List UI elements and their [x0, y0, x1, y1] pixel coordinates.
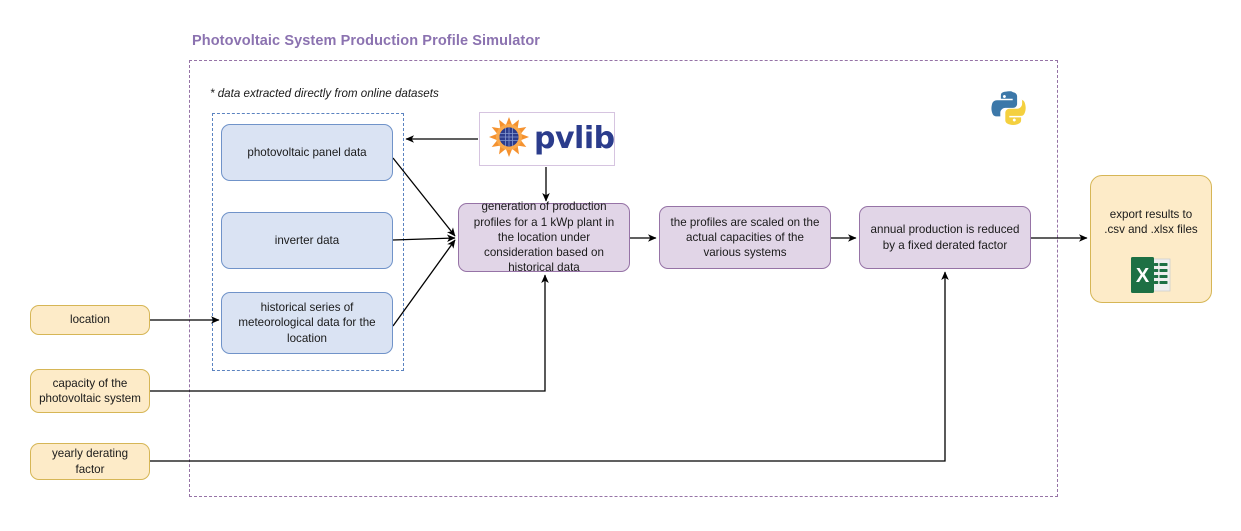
node-profile-generation[interactable]: generation of production profiles for a …: [458, 200, 630, 274]
node-label: capacity of the photovoltaic system: [39, 376, 141, 405]
pvlib-logo: pvlib: [479, 112, 615, 166]
pvlib-sun-icon: [488, 116, 530, 163]
node-profile-scaling[interactable]: the profiles are scaled on the actual ca…: [659, 206, 831, 269]
node-label: inverter data: [274, 233, 340, 247]
node-label: location: [70, 313, 110, 327]
node-panel-data[interactable]: photovoltaic panel data: [221, 124, 393, 181]
page-title: Photovoltaic System Production Profile S…: [192, 33, 541, 49]
input-yearly-derating-factor[interactable]: yearly derating factor: [30, 443, 150, 480]
pvlib-wordmark: pvlib: [534, 121, 615, 156]
node-meteorological-data[interactable]: historical series of meteorological data…: [221, 292, 393, 354]
input-system-capacity[interactable]: capacity of the photovoltaic system: [30, 369, 150, 413]
node-label: export results to .csv and .xlsx files: [1104, 208, 1198, 237]
node-label: the profiles are scaled on the actual ca…: [670, 215, 820, 260]
node-label: generation of production profiles for a …: [473, 200, 615, 275]
svg-text:X: X: [1136, 265, 1150, 287]
node-inverter-data[interactable]: inverter data: [221, 212, 393, 269]
python-logo-icon: [989, 88, 1033, 132]
input-location[interactable]: location: [30, 305, 150, 335]
output-export-results[interactable]: export results to .csv and .xlsx files X: [1090, 175, 1212, 303]
excel-icon: X: [1130, 256, 1172, 298]
node-annual-derating[interactable]: annual production is reduced by a fixed …: [859, 206, 1031, 269]
source-note: * data extracted directly from online da…: [210, 87, 439, 100]
node-label: annual production is reduced by a fixed …: [870, 223, 1020, 252]
node-label: historical series of meteorological data…: [238, 301, 376, 345]
node-label: yearly derating factor: [51, 447, 129, 476]
node-label: photovoltaic panel data: [247, 145, 367, 159]
